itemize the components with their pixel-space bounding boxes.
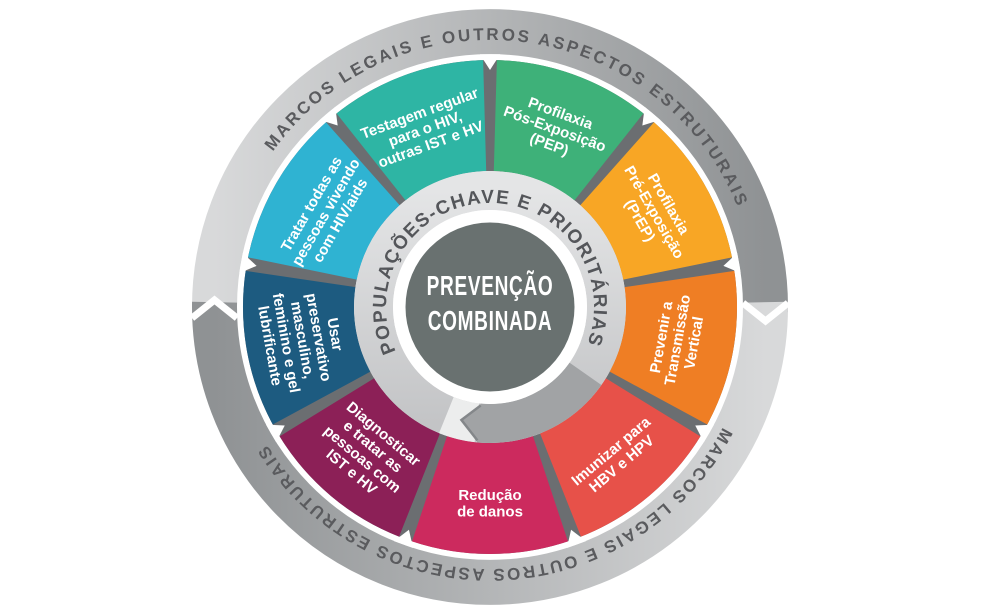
wedge-prep [580,122,732,280]
wedge-boundary-notch [566,529,586,549]
inner-band-arrowhead-shadow [459,404,482,442]
inner-band-arrowhead-icon [460,403,482,443]
wedge-testagem [336,60,487,201]
wedge-diagnosticar [279,378,440,537]
wedge-tratar [248,122,400,280]
wedge-pep [493,60,644,201]
wedge-boundary-notch [239,253,257,274]
wedge-boundary-notch [266,424,285,443]
arrowhead-up-icon [189,295,240,321]
wedge-preservativo [243,270,371,425]
wedge-boundary-notch [723,253,741,274]
arrowhead-down-icon [740,300,791,326]
inner-ring-direction-band [476,362,602,443]
wedge-boundary-notch [642,106,661,126]
outer-ring-bottom-arrow [192,301,788,605]
wedge-boundary-notch [479,54,501,70]
outer-ring-top-arrow [192,9,788,313]
wedge-boundary-notch [394,529,414,549]
center-circle [405,222,575,392]
wedge-imunizar [540,378,701,537]
center-circle-border [393,210,587,404]
wedge-vertical [609,270,737,425]
wedge-reducao [412,436,568,554]
wedge-boundary-notch [319,106,338,126]
wedge-boundary-notch [695,424,714,443]
